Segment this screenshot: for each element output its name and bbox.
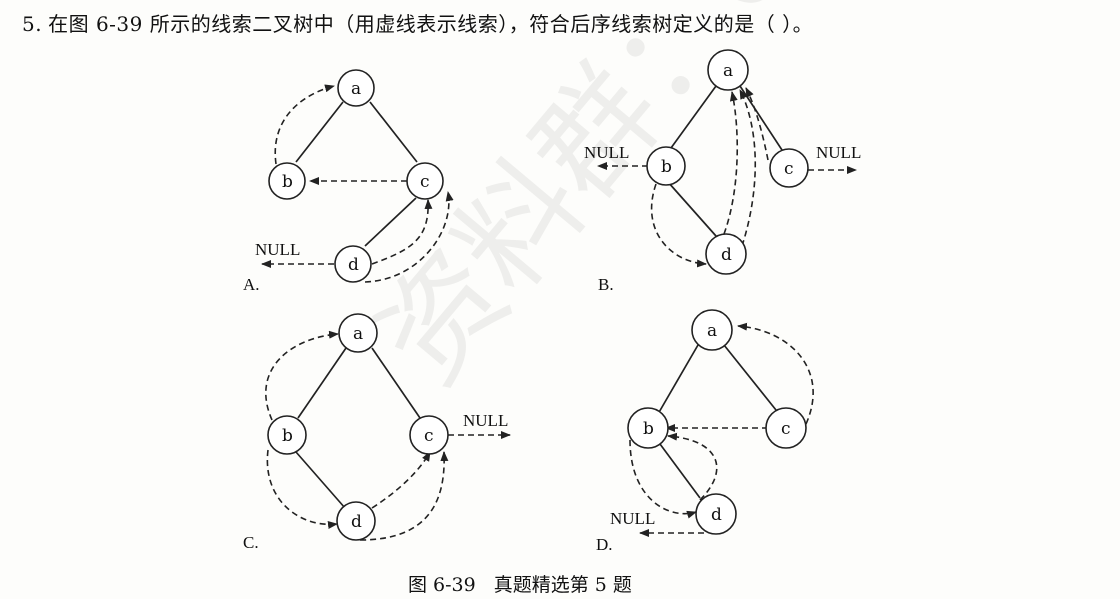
- null-label-a: NULL: [255, 240, 300, 259]
- edge-b-d: [659, 443, 701, 499]
- option-label-b: B.: [598, 275, 614, 294]
- svg-text:a: a: [707, 321, 717, 341]
- null-label-b-right: NULL: [816, 143, 861, 162]
- node-a: a: [337, 69, 375, 107]
- svg-text:c: c: [784, 159, 794, 179]
- svg-text:a: a: [353, 324, 363, 344]
- node-a: a: [691, 309, 733, 351]
- edge-a-c: [723, 344, 777, 411]
- option-label-a: A.: [243, 275, 260, 294]
- question-text: 5.在图 6-39 所示的线索二叉树中（用虚线表示线索），符合后序线索树定义的是…: [22, 8, 813, 37]
- option-label-d: D.: [596, 535, 613, 554]
- null-label-c: NULL: [463, 411, 508, 430]
- svg-text:b: b: [643, 419, 654, 439]
- edge-a-b: [670, 85, 717, 149]
- node-d: d: [705, 233, 747, 275]
- diagram-a: a b c d NULL A.: [243, 69, 454, 294]
- thread-b-to-a: [265, 330, 339, 421]
- thread-d-to-a-1: [723, 91, 739, 235]
- svg-text:b: b: [282, 172, 293, 192]
- thread-b-to-d: [650, 183, 707, 268]
- question-body: 在图 6-39 所示的线索二叉树中（用虚线表示线索），符合后序线索树定义的是（ …: [48, 12, 814, 36]
- edge-a-c: [739, 85, 783, 151]
- svg-text:b: b: [661, 157, 672, 177]
- node-b: b: [268, 162, 306, 200]
- edge-a-b: [657, 344, 699, 415]
- diagram-c: a b c d NULL C.: [243, 313, 511, 552]
- node-d: d: [336, 501, 376, 541]
- option-label-c: C.: [243, 533, 259, 552]
- thread-d-to-b: [667, 432, 718, 501]
- edge-a-c: [369, 101, 418, 163]
- svg-text:c: c: [420, 172, 430, 192]
- node-c: c: [406, 162, 444, 200]
- figure-title: 真题精选第 5 题: [493, 574, 632, 596]
- thread-d-to-c-1: [371, 199, 433, 265]
- thread-d-to-c-1: [371, 451, 431, 509]
- thread-c-to-a: [745, 87, 769, 161]
- node-d: d: [695, 493, 737, 535]
- edge-a-b: [297, 347, 347, 419]
- node-d: d: [334, 245, 372, 283]
- node-b: b: [646, 146, 686, 186]
- figure-number: 图 6-39: [408, 574, 476, 596]
- node-a: a: [707, 49, 749, 91]
- svg-text:d: d: [351, 512, 362, 532]
- svg-text:b: b: [282, 426, 293, 446]
- node-a: a: [338, 313, 378, 353]
- diagram-b: a b c d NULL NULL B.: [584, 49, 861, 294]
- svg-text:d: d: [711, 505, 722, 525]
- edge-a-b: [295, 101, 344, 163]
- svg-text:a: a: [351, 79, 361, 99]
- thread-d-to-a-2: [739, 89, 757, 247]
- edge-b-d: [295, 451, 346, 509]
- svg-text:d: d: [721, 245, 732, 265]
- svg-text:d: d: [348, 255, 359, 275]
- svg-text:c: c: [424, 426, 434, 446]
- null-label-d: NULL: [610, 509, 655, 528]
- edge-a-c: [371, 347, 421, 419]
- node-c: c: [409, 415, 449, 455]
- edge-c-d: [364, 197, 417, 247]
- thread-d-to-c-2: [364, 191, 454, 283]
- thread-b-to-d: [266, 449, 338, 529]
- thread-d-to-c-2: [359, 451, 449, 541]
- thread-b-to-d: [629, 439, 697, 519]
- svg-text:a: a: [723, 61, 733, 81]
- question-number: 5.: [22, 12, 43, 36]
- node-c: c: [765, 407, 807, 449]
- thread-b-to-a: [274, 84, 335, 165]
- figure-caption: 图 6-39 真题精选第 5 题: [408, 570, 632, 597]
- thread-c-to-a: [737, 322, 814, 425]
- svg-text:c: c: [781, 419, 791, 439]
- edge-b-d: [667, 181, 717, 237]
- diagram-d: a b c d NULL D.: [596, 309, 814, 554]
- null-label-b-left: NULL: [584, 143, 629, 162]
- node-b: b: [267, 415, 307, 455]
- node-b: b: [627, 407, 669, 449]
- node-c: c: [769, 148, 809, 188]
